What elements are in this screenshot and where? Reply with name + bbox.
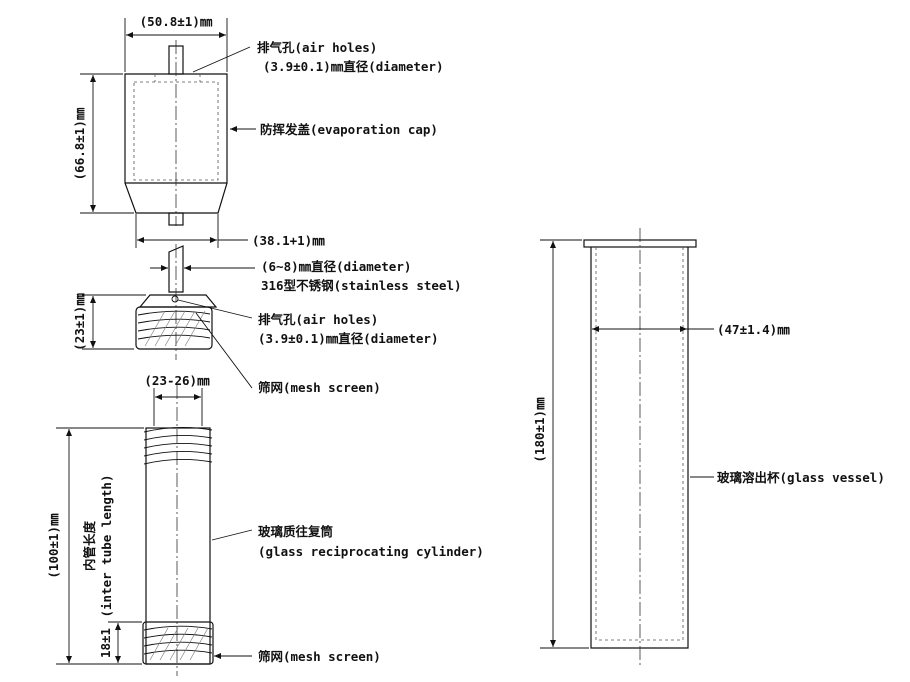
top-screen-height-text: (23±1)㎜	[72, 293, 87, 351]
vessel-height-text: (180±1)㎜	[532, 397, 547, 463]
cylinder-width-text: (23-26)㎜	[144, 373, 210, 388]
cap-inner-outline	[133, 81, 219, 181]
bottom-screen-hatch	[149, 627, 209, 661]
cylinder-name-cn: 玻璃质往复筒	[258, 524, 333, 539]
reciprocating-cylinder	[142, 385, 214, 676]
bottom-screen-thread	[143, 625, 213, 655]
mesh-screen-label-1: 筛网(mesh screen)	[258, 380, 381, 395]
vessel-name: 玻璃溶出杯(glass vessel)	[717, 470, 885, 485]
rod-segment	[168, 245, 184, 293]
top-screen-thread	[137, 310, 211, 340]
cap-air-holes-callout: 排气孔(air holes) (3.9±0.1)㎜直径(diameter)	[192, 40, 444, 74]
bottom-screen-height-dimension: 18±1	[98, 621, 142, 663]
bottom-screen-height-text: 18±1	[98, 628, 113, 658]
rod-material-text: 316型不锈钢(stainless steel)	[261, 278, 462, 293]
inner-tube-length-cn: 内管长度	[82, 521, 97, 572]
cap-width-dimension: (50.8±1)㎜	[124, 14, 228, 72]
air-holes-diameter-2: (3.9±0.1)㎜直径(diameter)	[258, 331, 439, 346]
evaporation-cap	[124, 40, 228, 226]
evap-cap-label: 防挥发盖(evaporation cap)	[260, 122, 438, 137]
vessel-callout: 玻璃溶出杯(glass vessel)	[690, 470, 885, 485]
rod-below-cap	[168, 212, 184, 226]
vessel-inner-outline	[595, 247, 684, 641]
cap-air-hole-marks	[154, 74, 201, 82]
rod-diameter-text: (6~8)㎜直径(diameter)	[261, 259, 411, 274]
air-holes-label-1: 排气孔(air holes)	[257, 40, 377, 55]
vessel-height-dimension: (180±1)㎜	[532, 239, 589, 649]
cap-height-text: (66.8±1)㎜	[72, 107, 87, 180]
top-mesh-screen-holder	[135, 294, 218, 350]
top-screen-cone	[138, 294, 218, 308]
rod-diameter-dimension: (6~8)㎜直径(diameter) 316型不锈钢(stainless ste…	[150, 259, 462, 293]
mesh-screen-label-2: 筛网(mesh screen)	[258, 649, 381, 664]
top-screen-callouts: 排气孔(air holes) (3.9±0.1)㎜直径(diameter) 筛网…	[177, 299, 439, 395]
vessel-wall	[590, 247, 689, 649]
cap-width-text: (50.8±1)㎜	[140, 14, 213, 29]
air-holes-diameter-1: (3.9±0.1)㎜直径(diameter)	[263, 59, 444, 74]
top-screen-hatch	[144, 310, 206, 347]
glass-vessel	[583, 228, 697, 668]
vessel-width-dimension: (47±1.4)㎜	[592, 322, 790, 337]
bottom-screen-body	[142, 621, 214, 665]
air-holes-label-2: 排气孔(air holes)	[258, 312, 378, 327]
inner-tube-length-en: (inter tube length)	[99, 475, 114, 618]
top-screen-body	[135, 306, 213, 350]
vessel-width-text: (47±1.4)㎜	[717, 322, 790, 337]
cylinder-top-thread	[143, 426, 213, 465]
cap-bottom-dimension: (38.1+1)㎜	[135, 214, 325, 248]
air-holes-leader-1	[192, 46, 251, 73]
cylinder-name-en: (glass reciprocating cylinder)	[258, 544, 484, 559]
cylinder-width-dimension: (23-26)㎜	[144, 373, 210, 426]
cap-bottom-text: (38.1+1)㎜	[252, 233, 325, 248]
cylinder-length-dimension: (100±1)㎜ 内管长度 (inter tube length)	[46, 427, 144, 665]
evap-cap-callout: 防挥发盖(evaporation cap)	[230, 122, 438, 137]
cylinder-callouts: 玻璃质往复筒 (glass reciprocating cylinder) 筛网…	[211, 524, 484, 664]
cylinder-length-text: (100±1)㎜	[46, 513, 61, 579]
cap-height-dimension: (66.8±1)㎜	[72, 73, 134, 214]
top-screen-height-dimension: (23±1)㎜	[72, 293, 146, 351]
top-screen-air-hole	[171, 295, 179, 303]
